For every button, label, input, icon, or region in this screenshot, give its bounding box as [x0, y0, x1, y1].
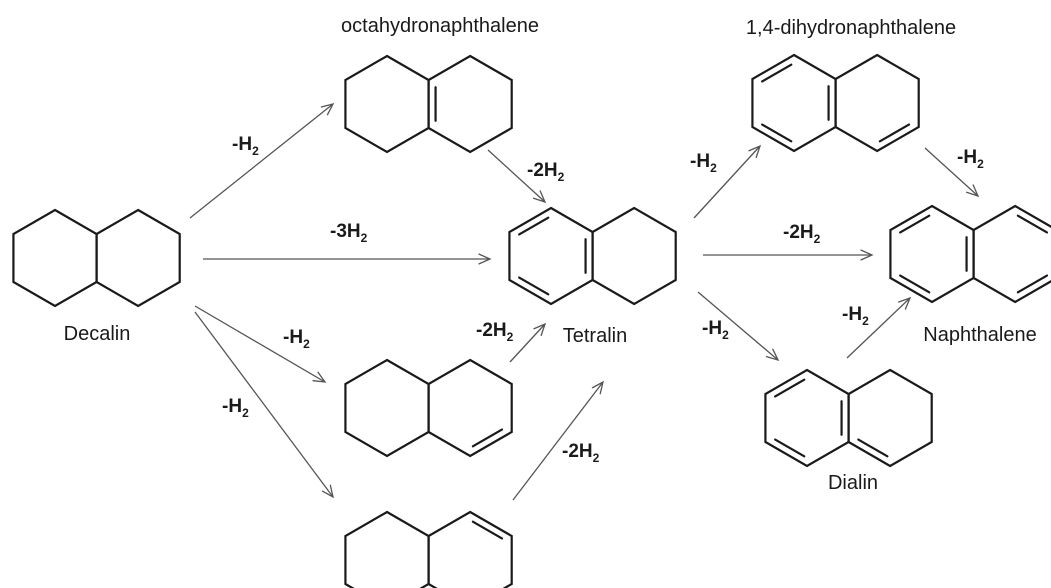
label-decalin: Decalin: [64, 323, 131, 345]
reaction-arrows: [189, 103, 980, 501]
arrow-shaft: [509, 323, 546, 363]
naphthalene-molecule: [889, 204, 1051, 304]
double-bond-line: [774, 378, 806, 398]
arrow-head: [898, 296, 912, 310]
ring-left: [344, 358, 430, 458]
ring-right: [972, 204, 1051, 304]
arrow-octahydro-to-tetralin: [487, 149, 547, 204]
reagent-dihydro-to-naphthalene: -H2: [957, 147, 984, 171]
ring-right: [427, 510, 513, 588]
arrow-decalin-to-hexahydro-upper: [194, 305, 327, 383]
reagent-decalin-to-tetralin: -3H2: [330, 221, 368, 245]
arrow-head: [312, 371, 327, 383]
ring-right: [834, 53, 920, 153]
reagent-octahydro-to-tetralin: -2H2: [527, 160, 565, 184]
reagent-tetralin-to-naphthalene: -2H2: [783, 222, 821, 246]
arrow-decalin-to-tetralin: [203, 253, 492, 265]
double-bond-line: [1016, 274, 1049, 294]
hexahydronaphthalene-molecule-lower: [344, 510, 513, 588]
arrow-decalin-to-octahydro: [189, 103, 335, 219]
reagent-hexahydro-upper-to-tetralin: -2H2: [476, 320, 514, 344]
ring-left: [764, 368, 850, 468]
ring-left: [508, 206, 594, 306]
double-bond-line: [878, 123, 911, 143]
ring-left: [751, 53, 837, 153]
dihydronaphthalene-14-molecule: [751, 53, 920, 153]
double-bond-line: [774, 438, 806, 458]
label-tetralin: Tetralin: [563, 325, 627, 347]
arrow-head: [532, 190, 547, 204]
dialin-molecule: [764, 368, 933, 468]
ring-right: [95, 208, 181, 308]
arrow-tetralin-to-dihydro: [693, 144, 762, 219]
arrow-shaft: [693, 145, 761, 219]
tetralin-molecule: [508, 206, 677, 306]
reagent-tetralin-to-dihydro: -H2: [690, 151, 717, 175]
arrow-decalin-to-hexahydro-lower: [194, 311, 334, 499]
hexahydronaphthalene-molecule-upper: [344, 358, 513, 458]
double-bond-line: [857, 438, 889, 458]
arrow-head: [321, 484, 334, 499]
ring-left: [344, 510, 430, 588]
decalin-molecule: [12, 208, 181, 308]
double-bond-line: [761, 63, 793, 83]
arrow-shaft: [846, 297, 911, 359]
reagent-decalin-to-hexahydro-lower: -H2: [222, 396, 249, 420]
arrow-shaft: [512, 381, 604, 501]
ring-right: [591, 206, 677, 306]
arrow-head: [320, 103, 335, 116]
arrow-tetralin-to-naphthalene: [703, 249, 874, 261]
label-1-4-dihydronaphthalene: 1,4-dihydronaphthalene: [746, 17, 956, 39]
reagent-hexahydro-lower-to-tetralin: -2H2: [562, 441, 600, 465]
arrow-shaft: [697, 291, 779, 361]
label-naphthalene: Naphthalene: [923, 324, 1036, 346]
arrow-hexahydro-lower-to-tetralin: [512, 380, 604, 501]
double-bond-line: [471, 520, 504, 540]
reagent-decalin-to-octahydro: -H2: [232, 134, 259, 158]
arrow-shaft: [189, 103, 334, 219]
label-dialin: Dialin: [828, 472, 878, 494]
ring-left: [344, 54, 430, 154]
reagent-tetralin-to-dialin: -H2: [702, 318, 729, 342]
ring-right: [427, 54, 513, 154]
ring-right: [847, 368, 933, 468]
double-bond-line: [471, 428, 504, 448]
arrow-head: [748, 144, 762, 159]
ring-right: [427, 358, 513, 458]
double-bond-line: [518, 216, 550, 236]
arrow-tetralin-to-dialin: [697, 291, 780, 362]
arrow-head: [860, 249, 874, 261]
arrow-shaft: [924, 147, 979, 197]
arrow-head: [965, 184, 980, 198]
double-bond-line: [518, 276, 550, 296]
arrow-dialin-to-naphthalene: [846, 296, 912, 359]
arrow-head: [533, 322, 547, 337]
reagent-dialin-to-naphthalene: -H2: [842, 304, 869, 328]
arrow-shaft: [194, 311, 334, 498]
arrow-dihydro-to-naphthalene: [924, 147, 980, 198]
arrow-head: [478, 253, 492, 265]
double-bond-line: [899, 214, 931, 234]
arrow-head: [765, 348, 780, 362]
label-octahydronaphthalene: octahydronaphthalene: [341, 15, 539, 37]
octahydronaphthalene-molecule: [344, 54, 513, 154]
arrow-shaft: [194, 305, 326, 383]
double-bond-line: [899, 274, 931, 294]
reagent-decalin-to-hexahydro-upper: -H2: [283, 327, 310, 351]
double-bond-line: [1016, 214, 1049, 234]
arrow-hexahydro-upper-to-tetralin: [509, 322, 547, 363]
ring-left: [889, 204, 975, 304]
double-bond-line: [761, 123, 793, 143]
arrow-shaft: [487, 149, 546, 203]
ring-left: [12, 208, 98, 308]
arrow-head: [591, 380, 604, 395]
